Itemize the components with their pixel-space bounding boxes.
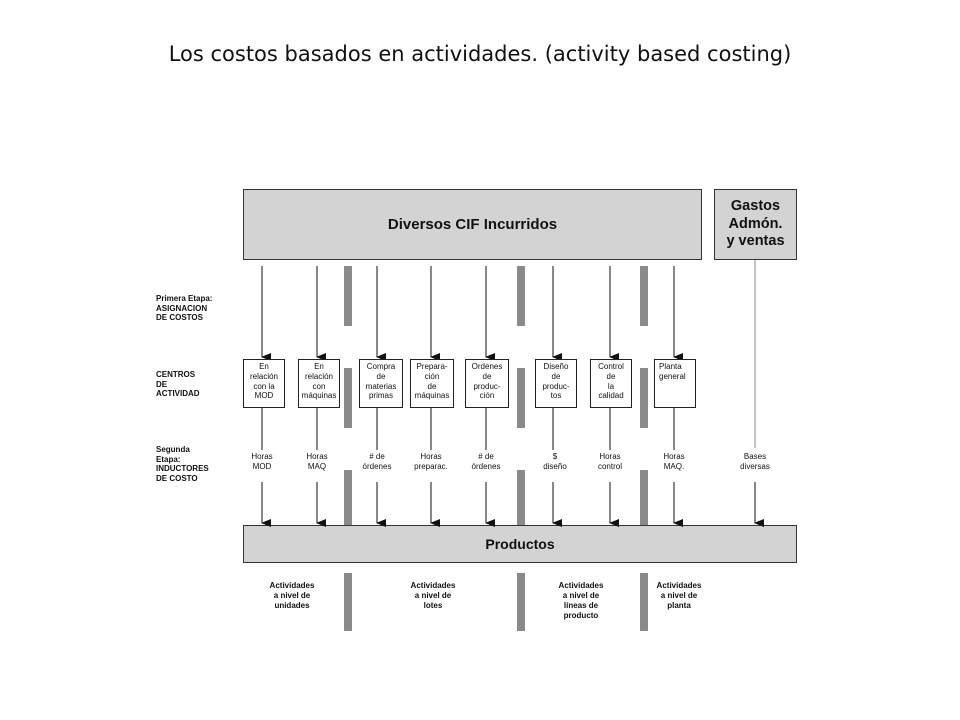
center-box-diseno-productos: Diseño de produc- tos [535,359,577,408]
center-box-preparacion-maquinas: Prepara- ción de máquinas [410,359,454,408]
driver-ordenes-compra: # de órdenes [362,452,392,471]
separator-bar-1-mid [344,368,352,428]
center-box-planta-general: Planta general [654,359,696,408]
separator-bar-1-top [344,266,352,326]
centros-actividad-label: CENTROS DE ACTIVIDAD [156,370,200,399]
primera-etapa-label: Primera Etapa: ASIGNACION DE COSTOS [156,294,213,323]
level-lotes: Actividades a nivel de lotes [410,581,456,610]
center-box-mod: En relación con la MOD [243,359,285,408]
segunda-etapa-label: Segunda Etapa: INDUCTORES DE COSTO [156,445,209,483]
gastos-admon-ventas-box: Gastos Admón. y ventas [714,189,797,260]
separator-bar-3-top [640,266,648,326]
separator-bar-3-mid [640,368,648,428]
separator-bar-2-top [517,266,525,326]
driver-horas-maq: Horas MAQ [306,452,328,471]
separator-bar-3-low [640,470,648,525]
driver-bases-diversas: Bases diversas [740,452,770,471]
separator-bar-3-bottom [640,573,648,631]
separator-bar-1-low [344,470,352,525]
level-unidades: Actividades a nivel de unidades [269,581,315,610]
driver-horas-preparac: Horas preparac. [414,452,448,471]
center-box-compra-materias: Compra de materias primas [359,359,403,408]
center-box-control-calidad: Control de la calidad [590,359,632,408]
driver-horas-control: Horas control [597,452,622,471]
driver-diseno: $ diseño [543,452,567,471]
separator-bar-2-bottom [517,573,525,631]
level-planta: Actividades a nivel de planta [656,581,702,610]
level-lineas-producto: Actividades a nivel de líneas de product… [558,581,604,620]
center-box-ordenes-produccion: Ordenes de produc- ción [465,359,509,408]
separator-bar-1-bottom [344,573,352,631]
cif-incurridos-box: Diversos CIF Incurridos [243,189,702,260]
separator-bar-2-low [517,470,525,525]
productos-box: Productos [243,525,797,563]
slide-title: Los costos basados en actividades. (acti… [168,42,792,66]
driver-ordenes-produccion: # de órdenes [471,452,501,471]
driver-horas-maq-planta: Horas MAQ. [663,452,685,471]
driver-horas-mod: Horas MOD [251,452,273,471]
separator-bar-2-mid [517,368,525,428]
center-box-maquinas: En relación con máquinas [298,359,340,408]
